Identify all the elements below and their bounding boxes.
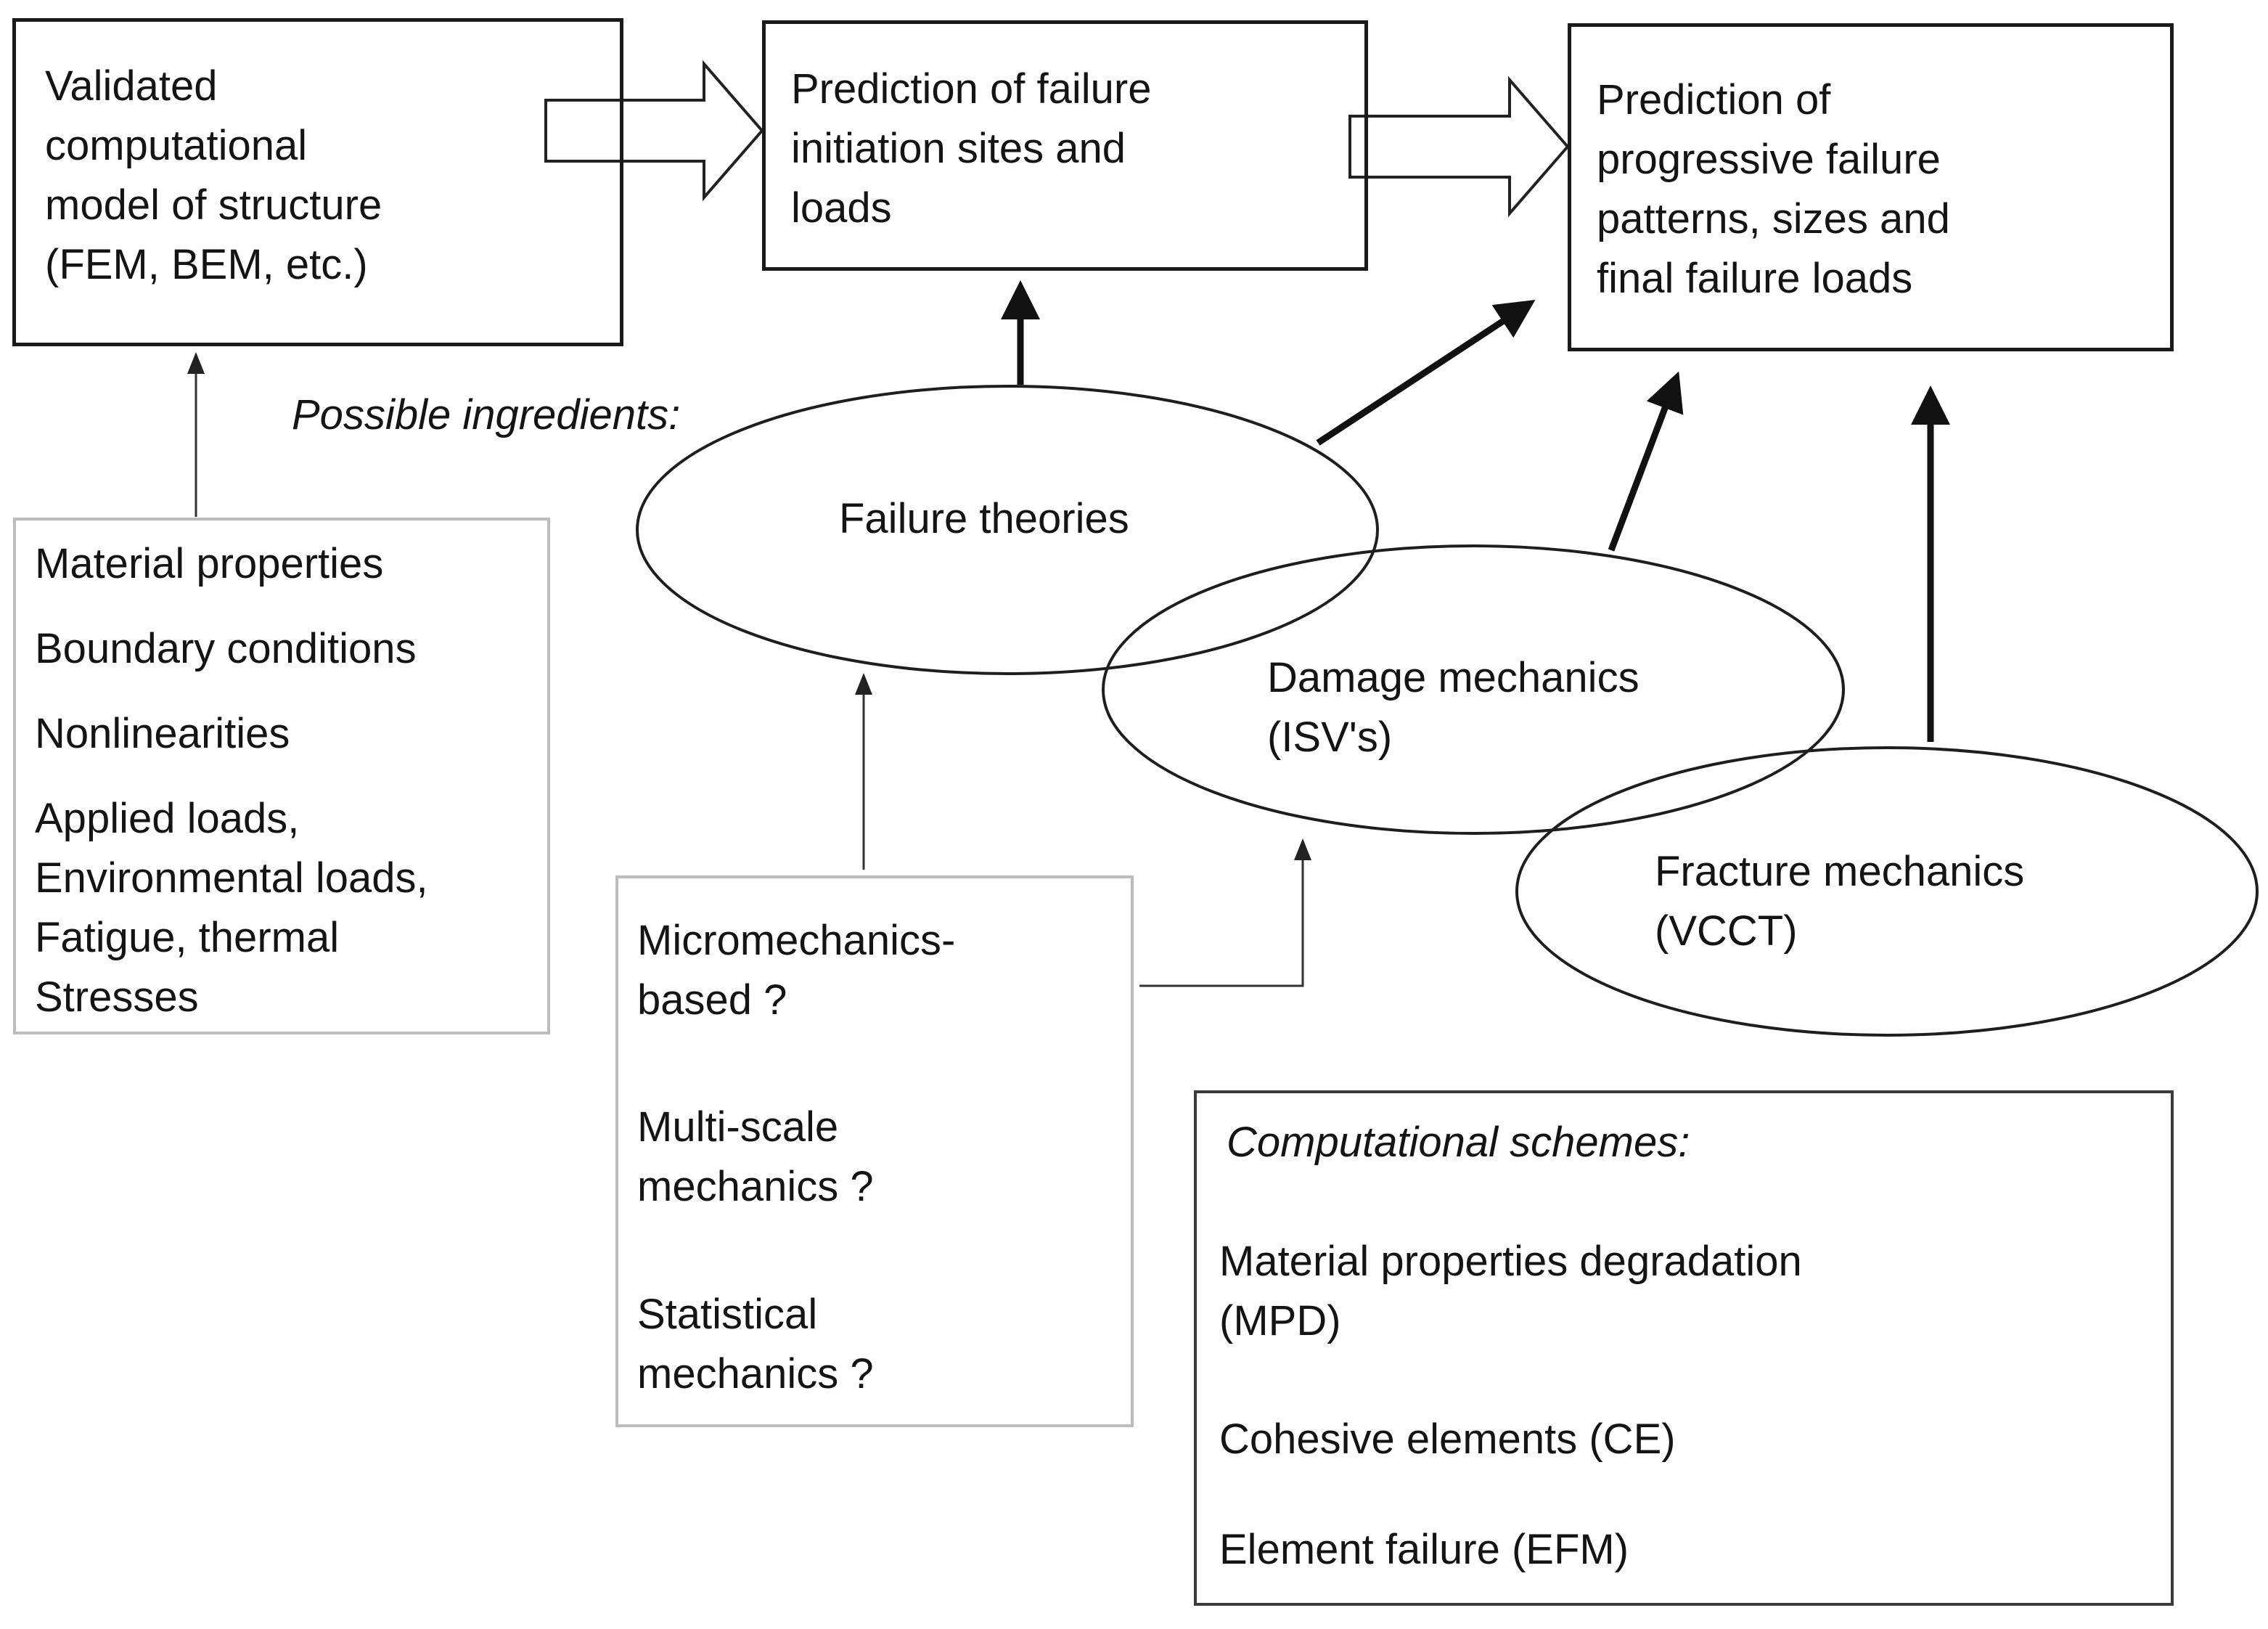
inputs-item-boundary-conditions: Boundary conditions — [35, 625, 417, 672]
ellipse-fracture-mechanics — [1515, 746, 2259, 1037]
arrow-approaches-to-damage-mechanics — [1139, 838, 1311, 987]
damage-mechanics-label: Damage mechanics (ISV's) — [1267, 654, 1639, 761]
block-arrow-model-to-initiation — [544, 60, 764, 202]
computational-schemes-heading: Computational schemes: — [1227, 1119, 1690, 1166]
inputs-box — [13, 518, 550, 1034]
ingredients-label: Possible ingredients: — [292, 391, 681, 438]
inputs-item-nonlinearities: Nonlinearities — [35, 710, 290, 757]
scheme-item-mpd: Material properties degradation (MPD) — [1219, 1238, 1802, 1344]
approaches-item-multiscale: Multi-scale mechanics ? — [637, 1103, 874, 1210]
initiation-prediction-text: Prediction of failure initiation sites a… — [791, 65, 1152, 232]
approaches-item-statistical: Statistical mechanics ? — [637, 1291, 874, 1397]
ellipse-damage-mechanics — [1102, 544, 1845, 835]
inputs-item-material-properties: Material properties — [35, 540, 384, 587]
scheme-item-efm: Element failure (EFM) — [1219, 1526, 1629, 1573]
inputs-item-loads: Applied loads, Environmental loads, Fati… — [35, 795, 428, 1021]
validated-model-text: Validated computational model of structu… — [45, 62, 382, 288]
progressive-prediction-box — [1568, 23, 2174, 351]
initiation-prediction-box — [762, 20, 1368, 271]
fracture-mechanics-label: Fracture mechanics (VCCT) — [1655, 848, 2025, 955]
ellipse-failure-theories — [636, 385, 1379, 675]
failure-theories-label: Failure theories — [839, 495, 1129, 542]
validated-model-box — [12, 18, 623, 346]
scheme-item-ce: Cohesive elements (CE) — [1219, 1416, 1676, 1463]
arrow-failure-theories-to-progressive — [1316, 300, 1536, 446]
approaches-item-micromechanics: Micromechanics- based ? — [637, 917, 956, 1024]
block-arrow-initiation-to-progressive — [1348, 75, 1570, 218]
approaches-box — [615, 875, 1134, 1427]
arrow-damage-to-progressive — [1608, 371, 1684, 552]
progressive-prediction-text: Prediction of progressive failure patter… — [1597, 76, 1950, 302]
computational-schemes-box — [1194, 1090, 2174, 1606]
